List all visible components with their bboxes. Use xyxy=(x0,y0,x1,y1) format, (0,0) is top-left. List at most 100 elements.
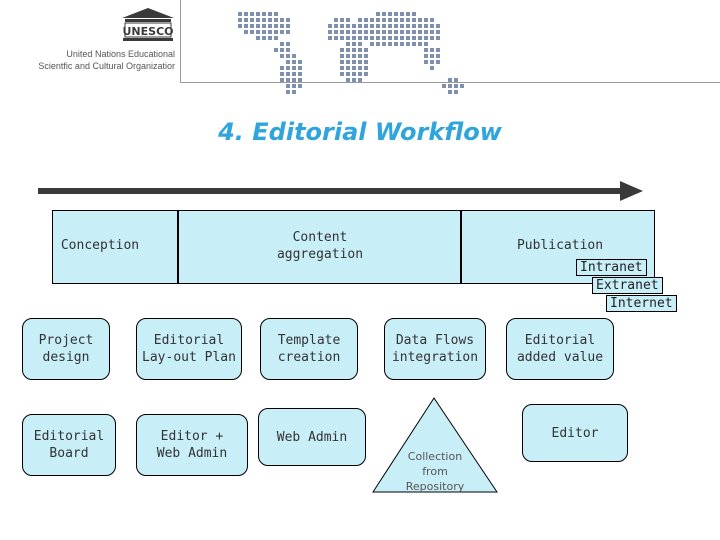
map-dot xyxy=(352,78,356,82)
template-line-2: creation xyxy=(277,350,341,365)
map-dot xyxy=(298,66,302,70)
organization-name: United Nations Educational Scientfic and… xyxy=(10,48,175,72)
board-line-2: Board xyxy=(49,446,89,461)
added-value-line-1: Editorial xyxy=(524,333,596,348)
map-dot xyxy=(292,66,296,70)
map-dot xyxy=(340,36,344,40)
map-dot xyxy=(358,42,362,46)
map-dot xyxy=(292,84,296,88)
map-dot xyxy=(244,30,248,34)
map-dot xyxy=(256,30,260,34)
map-dot xyxy=(424,54,428,58)
map-dot xyxy=(352,24,356,28)
map-dot xyxy=(238,12,242,16)
map-dot xyxy=(394,36,398,40)
map-dot xyxy=(244,24,248,28)
map-dot xyxy=(262,24,266,28)
map-dot xyxy=(286,90,290,94)
map-dot xyxy=(400,30,404,34)
map-dot xyxy=(346,30,350,34)
map-dot xyxy=(352,54,356,58)
map-dot xyxy=(250,18,254,22)
map-dot xyxy=(424,24,428,28)
map-dot xyxy=(448,90,452,94)
map-dot xyxy=(376,18,380,22)
map-dot xyxy=(412,24,416,28)
map-dot xyxy=(346,54,350,58)
org-line-2: Scientfic and Cultural Organizatior xyxy=(38,61,175,71)
stage-conception-label: Conception xyxy=(60,238,140,253)
channel-internet: Internet xyxy=(606,295,677,312)
map-dot xyxy=(388,12,392,16)
map-dot xyxy=(424,42,428,46)
map-dot xyxy=(346,72,350,76)
map-dot xyxy=(346,18,350,22)
map-dot xyxy=(430,54,434,58)
map-dot xyxy=(364,54,368,58)
org-line-1: United Nations Educational xyxy=(66,49,175,59)
map-dot xyxy=(454,84,458,88)
map-dot xyxy=(430,24,434,28)
stage-content-label: Content aggregation xyxy=(240,229,400,263)
map-dot xyxy=(382,12,386,16)
map-dot xyxy=(262,12,266,16)
map-dot xyxy=(262,18,266,22)
map-dot xyxy=(340,66,344,70)
map-dot xyxy=(274,18,278,22)
map-dot xyxy=(250,24,254,28)
map-dot xyxy=(346,60,350,64)
map-dot xyxy=(358,24,362,28)
collection-repository-label: Collection from Repository xyxy=(385,449,485,494)
map-dot xyxy=(352,72,356,76)
map-dot xyxy=(334,36,338,40)
map-dot xyxy=(334,18,338,22)
map-dot xyxy=(262,30,266,34)
map-dot xyxy=(394,18,398,22)
project-design-box: Project design xyxy=(22,318,110,380)
triangle-line-1: Collection xyxy=(407,450,463,463)
map-dot xyxy=(298,72,302,76)
layout-plan-line-2: Lay-out Plan xyxy=(142,350,236,365)
map-dot xyxy=(352,48,356,52)
map-dot xyxy=(328,30,332,34)
editor-label: Editor xyxy=(551,425,599,441)
map-dot xyxy=(382,18,386,22)
map-dot xyxy=(340,24,344,28)
map-dot xyxy=(286,42,290,46)
map-dot xyxy=(394,12,398,16)
map-dot xyxy=(274,48,278,52)
map-dot xyxy=(280,42,284,46)
map-dot xyxy=(460,84,464,88)
map-dot xyxy=(352,60,356,64)
map-dot xyxy=(346,36,350,40)
map-dot xyxy=(364,48,368,52)
template-line-1: Template xyxy=(277,333,341,348)
map-dot xyxy=(412,42,416,46)
map-dot xyxy=(370,18,374,22)
map-dot xyxy=(268,24,272,28)
map-dot xyxy=(400,24,404,28)
map-dot xyxy=(430,66,434,70)
map-dot xyxy=(454,78,458,82)
map-dot xyxy=(292,78,296,82)
header-divider-horizontal xyxy=(180,82,720,83)
map-dot xyxy=(280,30,284,34)
map-dot xyxy=(298,78,302,82)
map-dot xyxy=(364,36,368,40)
map-dot xyxy=(286,48,290,52)
map-dot xyxy=(430,18,434,22)
map-dot xyxy=(382,30,386,34)
triangle-line-3: Repository xyxy=(405,480,465,493)
project-design-line-1: Project xyxy=(38,333,94,348)
project-design-line-2: design xyxy=(42,350,90,365)
map-dot xyxy=(436,24,440,28)
map-dot xyxy=(274,36,278,40)
map-dot xyxy=(256,12,260,16)
map-dot xyxy=(418,24,422,28)
map-dot xyxy=(406,36,410,40)
map-dot xyxy=(340,54,344,58)
map-dot xyxy=(346,48,350,52)
map-dot xyxy=(436,36,440,40)
map-dot xyxy=(286,30,290,34)
